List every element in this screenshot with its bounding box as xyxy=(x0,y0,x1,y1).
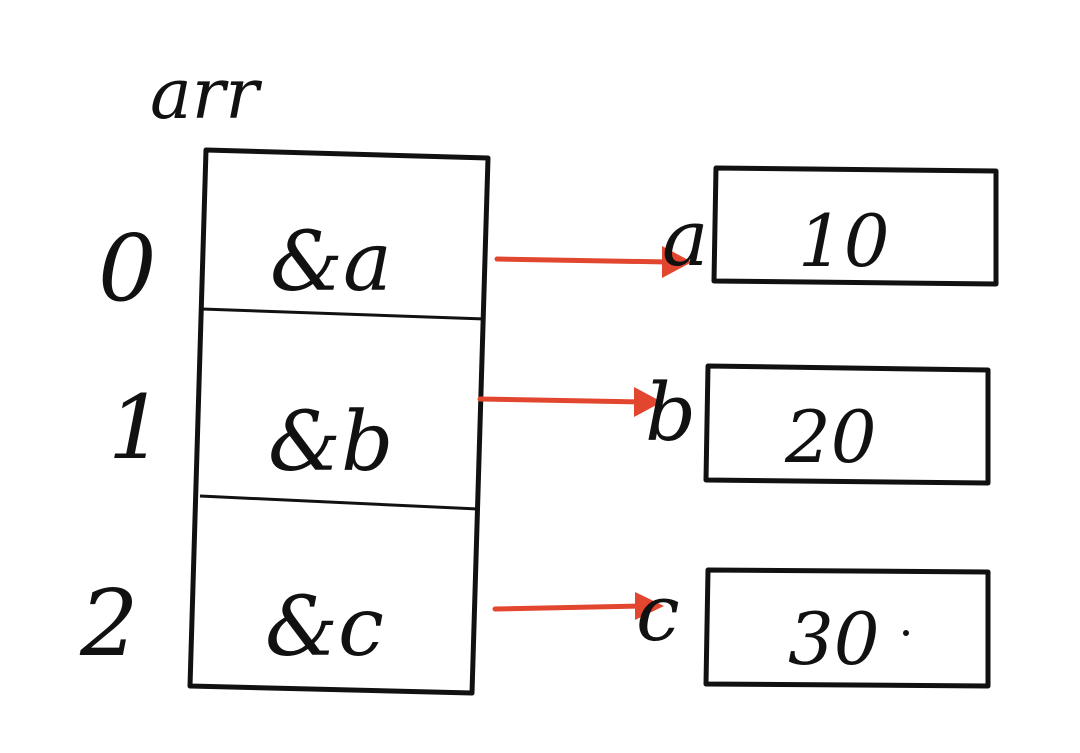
arrow-0-head xyxy=(662,246,692,278)
array-cell-1: &b xyxy=(268,395,393,490)
variable-name-0: a xyxy=(662,194,709,284)
variable-box-0 xyxy=(711,165,999,287)
variable-name-2: c xyxy=(636,569,680,659)
arrow-2 xyxy=(492,603,643,612)
array-name-label: arr xyxy=(150,53,262,135)
variable-name-1: b xyxy=(645,366,696,459)
stray-dot xyxy=(903,630,909,636)
index-label-0: 0 xyxy=(98,215,157,322)
array-divider-1 xyxy=(201,307,486,321)
arrow-1 xyxy=(477,396,643,405)
variable-value-1: 20 xyxy=(784,395,877,479)
arrow-0 xyxy=(494,256,671,265)
variable-box-2 xyxy=(703,567,991,689)
array-cell-0: &a xyxy=(270,215,392,310)
index-label-1: 1 xyxy=(108,376,164,479)
arrow-2-head xyxy=(635,592,664,620)
array-divider-2 xyxy=(199,494,479,511)
array-cell-2: &c xyxy=(265,580,384,675)
variable-value-0: 10 xyxy=(798,199,890,283)
index-label-2: 2 xyxy=(79,570,139,677)
arrow-1-head xyxy=(634,387,662,417)
variable-value-2: 30 xyxy=(788,597,880,681)
variable-box-1 xyxy=(703,363,991,486)
array-box xyxy=(187,147,491,696)
